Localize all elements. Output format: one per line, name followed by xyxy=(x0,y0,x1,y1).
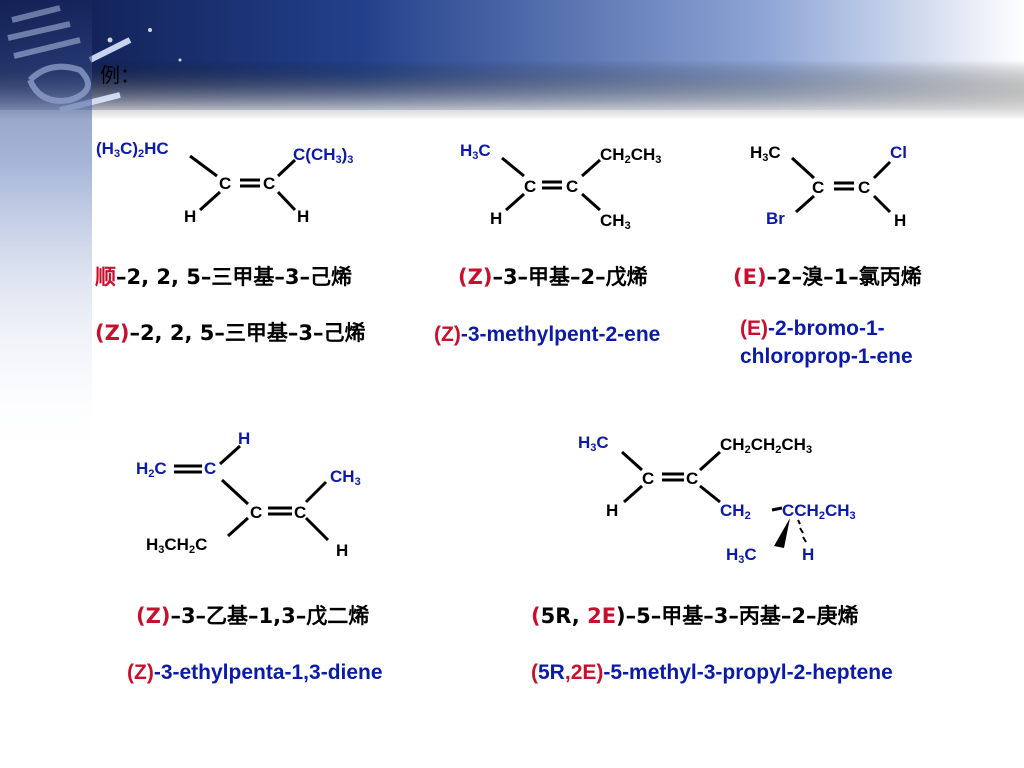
name-3-en-line2: chloroprop-1-ene xyxy=(740,345,913,368)
molecule-2-atom-6: CH3 xyxy=(600,211,631,232)
name-2-en-tag: (Z) xyxy=(434,323,461,346)
name-5-en-2e: 2E xyxy=(570,661,597,684)
molecule-3-atom-2: Cl xyxy=(890,143,907,162)
molecule-4-atom-1: H xyxy=(238,429,251,448)
name-4-en-tag: (Z) xyxy=(127,661,154,684)
molecule-1-atom-5: H xyxy=(184,207,197,226)
name-5-cn-open: ( xyxy=(531,604,541,628)
name-1-z: (Z)–2, 2, 5–三甲基–3–己烯 xyxy=(95,323,365,344)
name-5-en: (5R,2E)-5-methyl-3-propyl-2-heptene xyxy=(531,662,893,683)
molecule-5-atom-9: H xyxy=(802,545,815,564)
name-1-cn-prefix: 顺 xyxy=(95,265,116,289)
name-4-cn-tag: (Z) xyxy=(136,604,171,628)
name-3-en-line1-text: -2-bromo-1- xyxy=(768,317,885,340)
name-3-cn: (E)–2–溴–1–氯丙烯 xyxy=(733,267,922,288)
decorative-strip xyxy=(0,0,92,460)
name-5-cn-close: ) xyxy=(616,604,626,628)
molecule-5-atom-3: C xyxy=(642,469,655,488)
name-4-cn-rest: –3–乙基–1,3–戊二烯 xyxy=(170,604,370,628)
name-4-cn: (Z)–3–乙基–1,3–戊二烯 xyxy=(136,606,369,627)
molecule-4-atom-4: CH3 xyxy=(330,467,361,488)
molecule-4-atom-8: H xyxy=(336,541,349,560)
molecule-4-atom-7: H3CH2C xyxy=(146,535,208,556)
molecule-3-atom-5: Br xyxy=(766,209,785,228)
molecule-5-atom-7: CCH2CH3 xyxy=(782,501,856,522)
name-5-en-close: ) xyxy=(596,661,604,684)
name-5-en-open: ( xyxy=(531,661,538,684)
molecule-2-atom-1: H3C xyxy=(460,141,491,162)
molecule-4-atom-5: C xyxy=(250,503,263,522)
slide-heading: 例： xyxy=(100,65,140,87)
name-2-cn-tag: (Z) xyxy=(458,265,493,289)
molecule-5-atom-8: H3C xyxy=(726,545,757,566)
name-3-en-tag: (E) xyxy=(740,317,768,340)
molecule-1-atom-3: C xyxy=(219,174,232,193)
molecule-5-bonds xyxy=(620,450,807,548)
name-2-cn-rest: –3–甲基–2–戊烯 xyxy=(492,265,648,289)
molecule-2: H3C CH2CH3 C C H CH3 xyxy=(450,132,710,232)
molecule-3-atom-4: C xyxy=(858,178,871,197)
name-1-z-rest: –2, 2, 5–三甲基–3–己烯 xyxy=(129,321,366,345)
molecule-1-atom-4: C xyxy=(263,174,276,193)
molecule-1-atom-6: H xyxy=(297,207,310,226)
name-5-cn: (5R, 2E)–5–甲基–3–丙基–2–庚烯 xyxy=(531,606,859,627)
molecule-1: (H3C)2HC C(CH3)3 C C H H xyxy=(92,132,392,232)
name-3-cn-rest: –2–溴–1–氯丙烯 xyxy=(766,265,922,289)
decorative-banner xyxy=(0,0,1024,120)
molecule-4-atom-2: H2C xyxy=(136,459,167,480)
molecule-4-atom-3: C xyxy=(204,459,217,478)
name-5-cn-5r: 5R, xyxy=(540,604,580,628)
name-5-cn-rest: –5–甲基–3–丙基–2–庚烯 xyxy=(625,604,859,628)
name-2-en: (Z)-3-methylpent-2-ene xyxy=(434,324,660,345)
molecule-5: H3C CH2CH2CH3 C C H CH2 CCH2CH3 H3C H xyxy=(570,420,900,570)
molecule-2-atom-4: C xyxy=(566,177,579,196)
molecule-3: H3C Cl C C Br H xyxy=(740,132,960,232)
molecule-4: H H2C C CH3 C C H3CH2C H xyxy=(130,420,390,570)
name-5-en-comma: , xyxy=(564,661,571,684)
name-3-en-line1: (E)-2-bromo-1- xyxy=(740,318,885,339)
name-2-en-rest: -3-methylpent-2-ene xyxy=(460,323,661,346)
molecule-5-atom-6: CH2 xyxy=(720,501,751,522)
name-2-cn: (Z)–3–甲基–2–戊烯 xyxy=(458,267,648,288)
name-4-en-rest: -3-ethylpenta-1,3-diene xyxy=(153,661,383,684)
molecule-5-atom-2: CH2CH2CH3 xyxy=(720,435,813,456)
name-5-en-rest: -5-methyl-3-propyl-2-heptene xyxy=(603,661,893,684)
molecule-3-atom-1: H3C xyxy=(750,143,781,164)
name-3-cn-tag: (E) xyxy=(733,265,767,289)
molecule-4-atom-6: C xyxy=(294,503,307,522)
molecule-2-atom-2: CH2CH3 xyxy=(600,145,662,166)
molecule-5-atom-1: H3C xyxy=(578,433,609,454)
molecule-3-bonds xyxy=(790,156,892,214)
molecule-5-atom-5: H xyxy=(606,501,619,520)
molecule-3-atom-3: C xyxy=(812,178,825,197)
name-1-z-tag: (Z) xyxy=(95,321,130,345)
name-1-cn-rest: –2, 2, 5–三甲基–3–己烯 xyxy=(116,265,353,289)
molecule-5-atom-4: C xyxy=(686,469,699,488)
molecule-1-atom-1: (H3C)2HC xyxy=(96,139,169,160)
molecule-2-atom-3: C xyxy=(524,177,537,196)
molecule-2-atom-5: H xyxy=(490,209,503,228)
name-1-cn: 顺–2, 2, 5–三甲基–3–己烯 xyxy=(95,267,352,288)
name-5-cn-2e: 2E xyxy=(587,604,617,628)
molecule-2-bonds xyxy=(501,156,601,212)
name-4-en: (Z)-3-ethylpenta-1,3-diene xyxy=(127,662,383,683)
molecule-4-bonds xyxy=(174,444,330,542)
molecule-1-atom-2: C(CH3)3 xyxy=(293,145,354,166)
molecule-3-atom-6: H xyxy=(894,211,907,230)
molecule-1-bonds xyxy=(189,154,297,212)
name-5-en-5r: 5R xyxy=(538,661,565,684)
